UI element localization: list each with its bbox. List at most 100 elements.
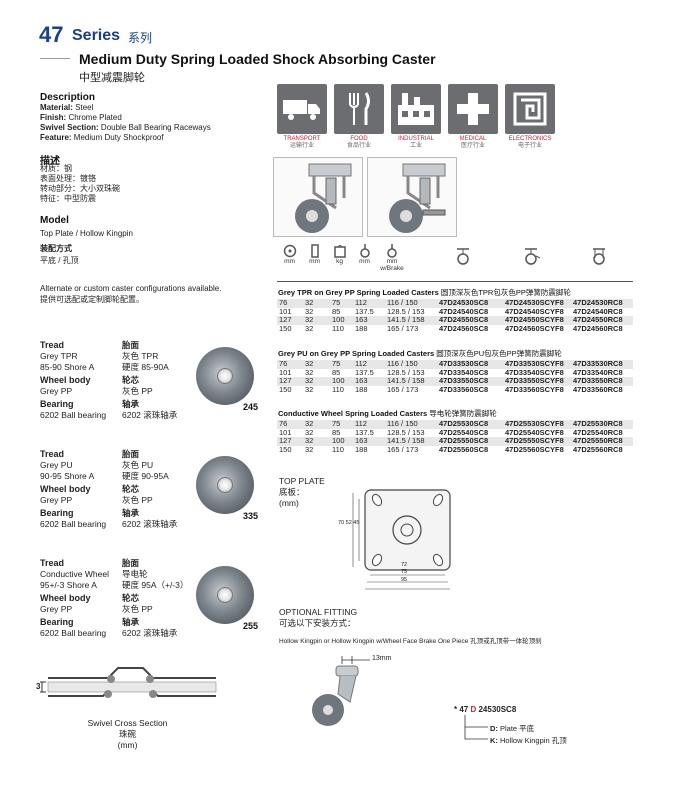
bearing-value: 6202 Ball bearing <box>40 519 107 529</box>
swivel-unit: (mm) <box>117 740 138 750</box>
body-value: Grey PP <box>40 386 73 396</box>
body-heading-cn: 轮芯 <box>122 593 140 603</box>
hardness-value: 90-95 Shore A <box>40 471 95 481</box>
table-title: Conductive Wheel Spring Loaded Casters 导… <box>278 409 497 418</box>
unit-label: mm w/Brake <box>380 258 404 272</box>
bearing-value-cn: 6202 滚珠轴承 <box>122 628 178 638</box>
body-heading-cn: 轮芯 <box>122 375 140 385</box>
hardness-value: 95+/-3 Shore A <box>40 580 97 590</box>
bearing-value-cn: 6202 滚珠轴承 <box>122 410 178 420</box>
wheel-image-335 <box>196 456 254 514</box>
model-value: Top Plate / Hollow Kingpin <box>40 229 133 238</box>
hollow-kingpin-caster-image <box>312 656 370 726</box>
tread-value: Conductive Wheel <box>40 569 109 579</box>
model-heading: Model <box>40 215 69 226</box>
industry-icons: TRANSPORT 运输行业 FOOD 食品行业 INDUSTRIAL 工业 M… <box>275 84 557 150</box>
wheel-code: 255 <box>243 621 259 631</box>
body-value: Grey PP <box>40 495 73 505</box>
description-line: Feature: Medium Duty Shockproof <box>40 133 164 142</box>
swivel-caster-icon <box>457 248 469 265</box>
bearing-value: 6202 Ball bearing <box>40 410 107 420</box>
series-number: 47 <box>39 22 64 47</box>
bearing-value-cn: 6202 滚珠轴承 <box>122 519 178 529</box>
description-line-cn: 表面处理：镀铬 <box>40 174 96 183</box>
kingpin-dimension: 13mm <box>372 655 392 662</box>
top-plate-dim-72: 72 <box>401 562 408 568</box>
industry-medical: MEDICAL 医疗行业 <box>446 84 500 150</box>
industry-label: ELECTRONICS <box>508 136 552 142</box>
description-line: Swivel Section: Double Ball Bearing Race… <box>40 123 211 132</box>
top-plate-dims-left: 70 52 45 <box>338 520 360 526</box>
product-photo-caster <box>273 157 363 237</box>
industry-label: FOOD <box>350 136 368 142</box>
code-legend-lines <box>464 715 488 740</box>
table-title: Grey PU on Grey PP Spring Loaded Casters… <box>278 349 562 358</box>
description-line-cn: 材质：钢 <box>40 164 72 173</box>
tread-heading-cn: 胎面 <box>122 340 140 350</box>
wheel-hub <box>217 587 233 603</box>
industry-electronics: ELECTRONICS 电子行业 <box>503 84 557 150</box>
unit-label: kg <box>336 258 343 265</box>
tread-value-cn: 灰色 PU <box>122 460 154 470</box>
hardness-value-cn: 硬度 95A（+/-3） <box>122 580 189 590</box>
swivel-label: Swivel Cross Section <box>87 718 168 728</box>
unit-label: mm <box>284 258 295 265</box>
top-plate-label-cn: 底板： <box>279 487 305 497</box>
swivel-dimension: 3 <box>36 682 41 691</box>
body-value: Grey PP <box>40 604 73 614</box>
industry-label-cn: 电子行业 <box>517 143 542 149</box>
tread-value-cn: 导电轮 <box>122 569 148 579</box>
description-line-cn: 转动部分：大小双珠碗 <box>40 184 120 193</box>
top-plate-diagram <box>352 489 451 590</box>
swivel-brake-caster-icon <box>525 248 541 265</box>
bearing-heading: Bearing <box>40 617 74 627</box>
unit-height-brake: mm w/Brake <box>377 244 407 272</box>
industry-label: INDUSTRIAL <box>398 136 434 142</box>
caster-type-icons <box>453 246 609 266</box>
unit-load: kg <box>327 244 352 272</box>
optional-fitting-desc: Hollow Kingpin or Hollow Kingpin w/Wheel… <box>279 638 542 645</box>
custom-note: Alternate or custom caster configuration… <box>40 284 222 293</box>
industry-label-cn: 医疗行业 <box>460 143 485 149</box>
table-title: Grey TPR on Grey PP Spring Loaded Caster… <box>278 288 571 297</box>
body-heading: Wheel body <box>40 375 91 385</box>
rigid-caster-icon <box>593 248 605 265</box>
industry-transport: TRANSPORT 运输行业 <box>275 84 329 150</box>
industry-label-cn: 食品行业 <box>346 143 371 149</box>
tread-value: Grey PU <box>40 460 73 470</box>
hardness-value: 85-90 Shore A <box>40 362 95 372</box>
body-value-cn: 灰色 PP <box>122 604 153 614</box>
table-rule <box>277 281 633 282</box>
medical-cross-icon <box>448 84 498 134</box>
truck-icon <box>277 84 327 134</box>
top-plate-unit: (mm) <box>279 498 299 508</box>
bearing-heading-cn: 轴承 <box>122 617 140 627</box>
units-row: mm mm kg mm mm w/Brake <box>277 244 407 272</box>
tread-heading-cn: 胎面 <box>122 558 140 568</box>
description-heading-cn: 描述 <box>40 156 60 167</box>
bearing-value: 6202 Ball bearing <box>40 628 107 638</box>
industry-label-cn: 运输行业 <box>289 143 314 149</box>
tread-value-cn: 灰色 TPR <box>122 351 159 361</box>
optional-fitting-label: OPTIONAL FITTING <box>279 607 358 617</box>
wheel-hub <box>217 477 233 493</box>
circuit-icon <box>505 84 555 134</box>
description-heading: Description <box>40 92 96 103</box>
model-value-cn: 平底 / 孔顶 <box>40 256 79 265</box>
series-label-cn: 系列 <box>128 31 153 45</box>
code-legend-d: D: Plate 平底 <box>490 724 535 733</box>
top-plate-dim-95: 95 <box>401 577 408 583</box>
body-value-cn: 灰色 PP <box>122 495 153 505</box>
swivel-label-block: Swivel Cross Section 珠碗 (mm) <box>85 718 170 751</box>
optional-fitting-label-block: OPTIONAL FITTING 可选以下安装方式： <box>279 607 357 629</box>
